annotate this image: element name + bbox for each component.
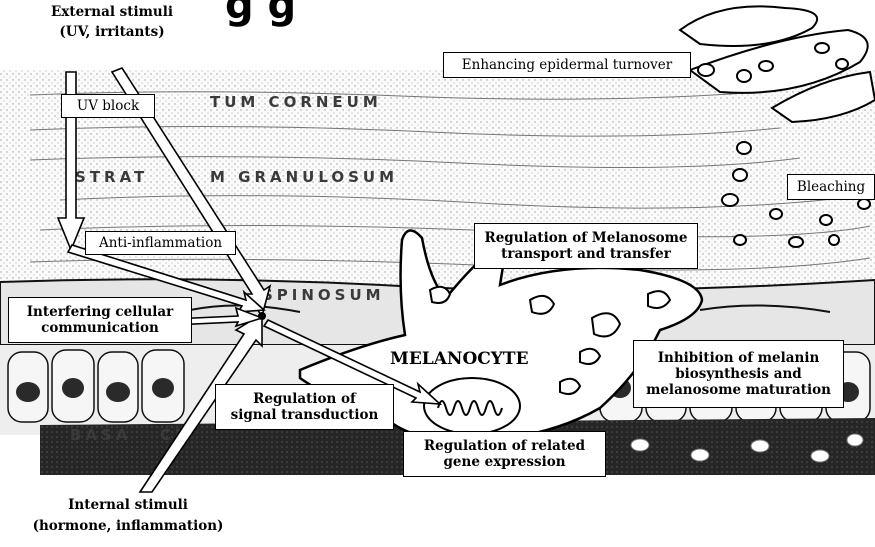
melanocyte-label: MELANOCYTE: [390, 349, 529, 369]
melanin-biosynthesis-box: Inhibition of melanin biosynthesis and m…: [633, 340, 844, 408]
layer-label-granulosum-b: M GRANULOSUM: [210, 168, 398, 186]
internal-stimuli-line1: Internal stimuli: [68, 497, 188, 513]
anti-inflammation-box: Anti-inflammation: [85, 231, 236, 255]
layer-label-basale: BASA: [70, 426, 131, 444]
melanosome-transport-box: Regulation of Melanosome transport and t…: [474, 223, 698, 269]
external-stimuli-line1: External stimuli: [51, 4, 173, 20]
interfering-communication-box: Interfering cellular communication: [8, 297, 192, 343]
external-stimuli-line2: (UV, irritants): [59, 24, 164, 40]
signal-transduction-box: Regulation of signal transduction: [215, 384, 394, 430]
layer-label-granulosum-a: STRAT: [75, 168, 148, 186]
layer-label-spinosum: SPINOSUM: [262, 286, 385, 304]
enhancing-turnover-box: Enhancing epidermal turnover: [443, 52, 691, 78]
internal-stimuli-line2: (hormone, inflammation): [33, 518, 224, 534]
gene-expression-box: Regulation of related gene expression: [403, 431, 606, 477]
bleaching-box: Bleaching: [787, 174, 875, 200]
layer-label-corneum: TUM CORNEUM: [210, 93, 382, 111]
signal-focus-point: [258, 312, 266, 320]
uv-block-box: UV block: [61, 94, 155, 118]
title-fragment: g g: [225, 0, 296, 28]
